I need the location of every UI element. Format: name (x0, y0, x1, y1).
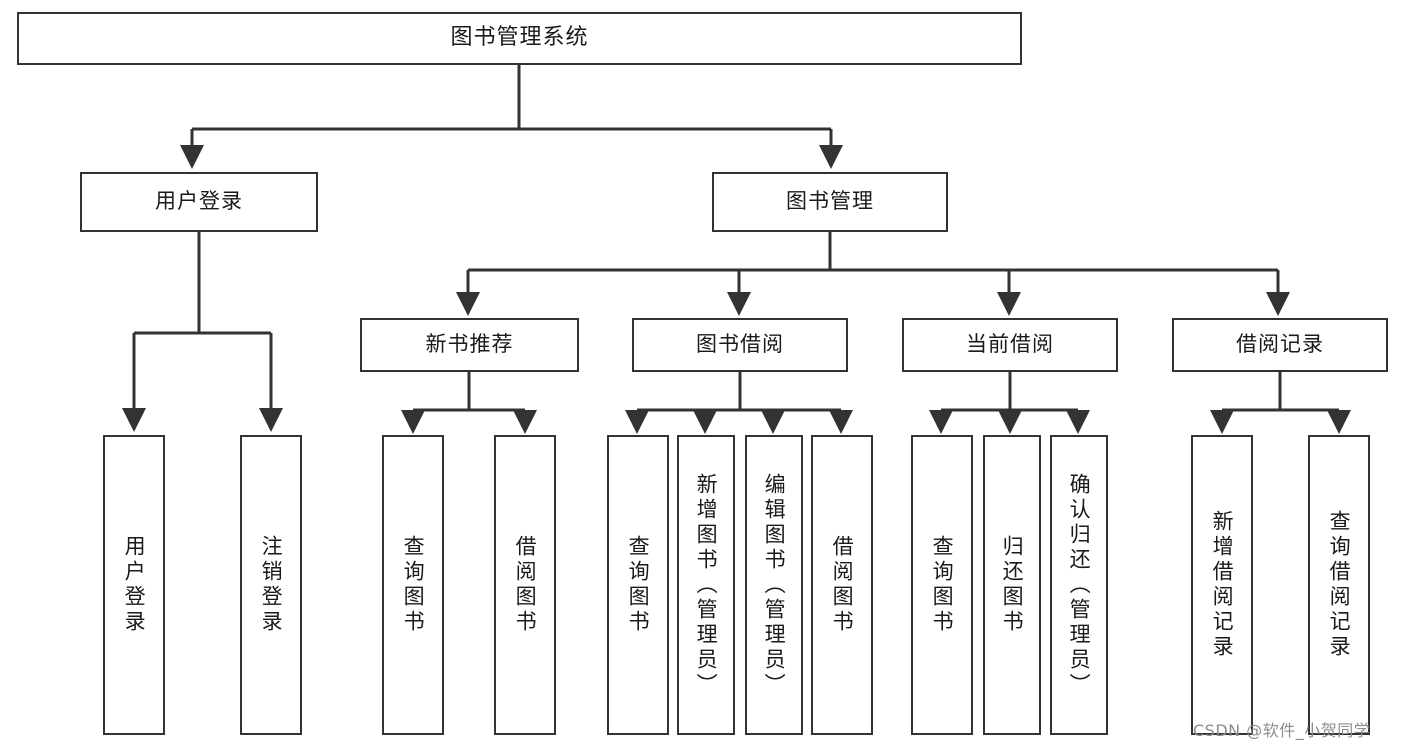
leaf-confirm-return[interactable]: 确认归还（管理员） (1050, 435, 1108, 735)
node-user-login[interactable]: 用户登录 (80, 172, 318, 232)
leaf-query-book-recommend[interactable]: 查询图书 (382, 435, 444, 735)
node-label: 查询图书 (930, 535, 955, 635)
leaf-query-book-current[interactable]: 查询图书 (911, 435, 973, 735)
leaf-add-borrow-record[interactable]: 新增借阅记录 (1191, 435, 1253, 735)
node-root-system[interactable]: 图书管理系统 (17, 12, 1022, 65)
node-label: 图书借阅 (696, 332, 784, 357)
node-label: 当前借阅 (966, 332, 1054, 357)
node-label: 查询图书 (401, 535, 426, 635)
leaf-borrow-book[interactable]: 借阅图书 (811, 435, 873, 735)
node-label: 新书推荐 (425, 332, 514, 357)
leaf-return-book[interactable]: 归还图书 (983, 435, 1041, 735)
node-book-borrow[interactable]: 图书借阅 (632, 318, 848, 372)
leaf-borrow-book-recommend[interactable]: 借阅图书 (494, 435, 556, 735)
leaf-logout[interactable]: 注销登录 (240, 435, 302, 735)
node-label: 用户登录 (155, 189, 243, 214)
node-label: 新增借阅记录 (1210, 510, 1235, 660)
node-label: 查询图书 (626, 535, 651, 635)
node-label: 借阅图书 (513, 535, 538, 635)
node-label: 查询借阅记录 (1327, 510, 1352, 660)
node-label: 图书管理系统 (450, 25, 589, 51)
node-borrow-record[interactable]: 借阅记录 (1172, 318, 1388, 372)
node-label: 图书管理 (786, 189, 874, 214)
node-current-borrow[interactable]: 当前借阅 (902, 318, 1118, 372)
node-label: 借阅图书 (830, 535, 855, 635)
node-book-management[interactable]: 图书管理 (712, 172, 948, 232)
leaf-add-book[interactable]: 新增图书（管理员） (677, 435, 735, 735)
leaf-edit-book[interactable]: 编辑图书（管理员） (745, 435, 803, 735)
leaf-query-borrow-record[interactable]: 查询借阅记录 (1308, 435, 1370, 735)
node-label: 新增图书（管理员） (694, 472, 719, 698)
node-label: 确认归还（管理员） (1067, 472, 1092, 698)
node-label: 用户登录 (122, 535, 147, 635)
node-new-book-recommend[interactable]: 新书推荐 (360, 318, 579, 372)
node-label: 归还图书 (1000, 535, 1025, 635)
leaf-query-book-borrow[interactable]: 查询图书 (607, 435, 669, 735)
node-label: 编辑图书（管理员） (762, 472, 787, 698)
leaf-user-login[interactable]: 用户登录 (103, 435, 165, 735)
node-label: 注销登录 (259, 535, 284, 635)
node-label: 借阅记录 (1236, 332, 1324, 357)
